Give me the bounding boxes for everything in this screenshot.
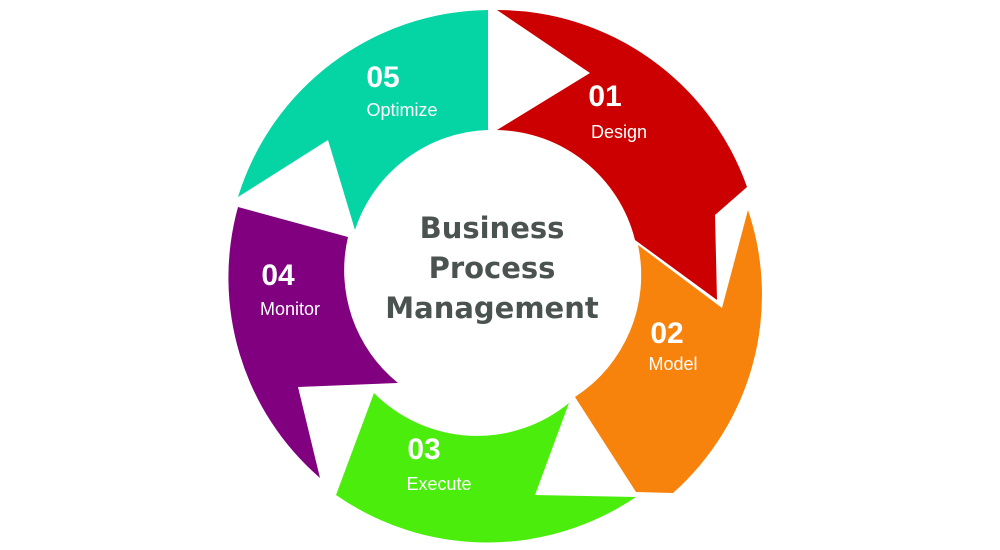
segment-design-label: Design xyxy=(591,122,647,142)
segment-optimize-number: 05 xyxy=(366,61,399,94)
center-title: Business Process Management xyxy=(385,211,599,325)
segment-monitor-arrow xyxy=(228,207,398,478)
segment-execute-arrow xyxy=(336,393,636,543)
segment-design-number: 01 xyxy=(588,80,621,113)
segment-monitor-number: 04 xyxy=(261,259,295,292)
segment-design-arrow xyxy=(497,9,747,300)
segment-execute-number: 03 xyxy=(407,433,440,466)
segment-optimize-arrow xyxy=(238,10,488,230)
segment-model-number: 02 xyxy=(650,317,683,350)
segment-monitor: 04 Monitor xyxy=(228,207,398,478)
center-title-line-2: Process xyxy=(429,251,556,285)
segment-monitor-label: Monitor xyxy=(260,299,320,319)
segment-model-label: Model xyxy=(648,354,697,374)
segment-execute: 03 Execute xyxy=(336,393,636,543)
segment-optimize-label: Optimize xyxy=(366,100,437,120)
segment-design: 01 Design xyxy=(497,9,747,300)
segment-optimize: 05 Optimize xyxy=(238,10,488,230)
center-title-line-1: Business xyxy=(420,211,565,245)
segment-model: 02 Model xyxy=(575,210,762,493)
center-title-line-3: Management xyxy=(385,291,599,325)
segment-execute-label: Execute xyxy=(406,474,471,494)
segment-model-arrow xyxy=(575,210,762,493)
